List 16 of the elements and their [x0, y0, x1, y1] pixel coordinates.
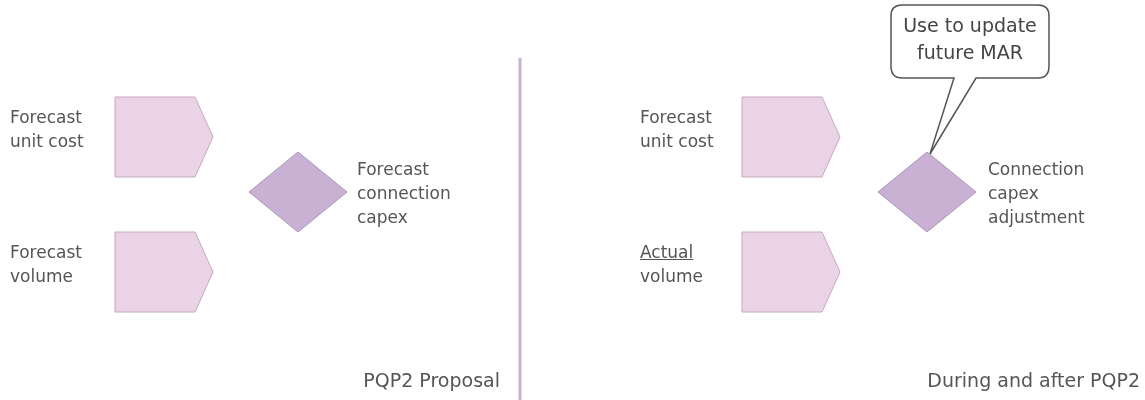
decision-diamond — [878, 152, 976, 232]
node-caption: Forecast volume — [10, 241, 83, 288]
pentagon-shape — [115, 232, 213, 312]
callout-text: Use to update future MAR — [902, 13, 1038, 65]
node-caption: Actual volume — [640, 241, 704, 288]
pentagon-shape — [742, 97, 840, 177]
section-label: During and after PQP2 — [926, 368, 1140, 392]
node-caption: Forecast unit cost — [10, 106, 85, 153]
speech-bubble — [890, 4, 1050, 154]
decision-diamond — [249, 152, 347, 232]
pentagon-shape — [742, 232, 840, 312]
node-caption: Forecast connection capex — [357, 158, 452, 229]
node-caption: Forecast unit cost — [640, 106, 715, 153]
section-label: PQP2 Proposal — [362, 368, 500, 392]
pentagon-shape — [115, 97, 213, 177]
node-caption: Connection capex adjustment — [988, 158, 1086, 229]
